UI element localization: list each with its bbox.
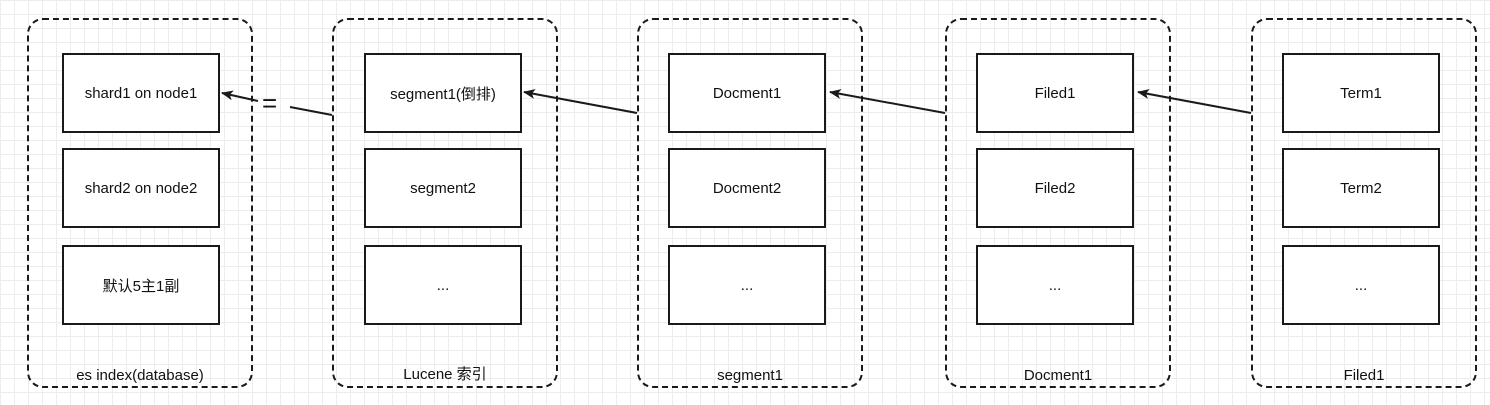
group-label: Lucene 索引	[403, 366, 487, 383]
box-docment2: Docment2	[668, 148, 826, 228]
box-term2: Term2	[1282, 148, 1440, 228]
box-term-more: ...	[1282, 245, 1440, 325]
connector-line	[289, 106, 333, 116]
box-docment-more: ...	[668, 245, 826, 325]
group-segment1: segment1	[637, 18, 863, 388]
group-filed1: Filed1	[1251, 18, 1477, 388]
box-default-shards: 默认5主1副	[62, 245, 220, 325]
box-segment1: segment1(倒排)	[364, 53, 522, 133]
box-shard2: shard2 on node2	[62, 148, 220, 228]
equals-sign: =	[262, 88, 278, 118]
box-filed-more: ...	[976, 245, 1134, 325]
group-docment1: Docment1	[945, 18, 1171, 388]
group-es-index: es index(database)	[27, 18, 253, 388]
group-label: segment1	[717, 367, 783, 384]
box-docment1: Docment1	[668, 53, 826, 133]
box-filed2: Filed2	[976, 148, 1134, 228]
box-term1: Term1	[1282, 53, 1440, 133]
group-label: Docment1	[1023, 367, 1093, 384]
box-segment2: segment2	[364, 148, 522, 228]
box-segment-more: ...	[364, 245, 522, 325]
box-shard1: shard1 on node1	[62, 53, 220, 133]
group-label: es index(database)	[76, 367, 204, 384]
box-filed1: Filed1	[976, 53, 1134, 133]
group-lucene-index: Lucene 索引	[332, 18, 558, 388]
group-label: Filed1	[1343, 367, 1385, 384]
